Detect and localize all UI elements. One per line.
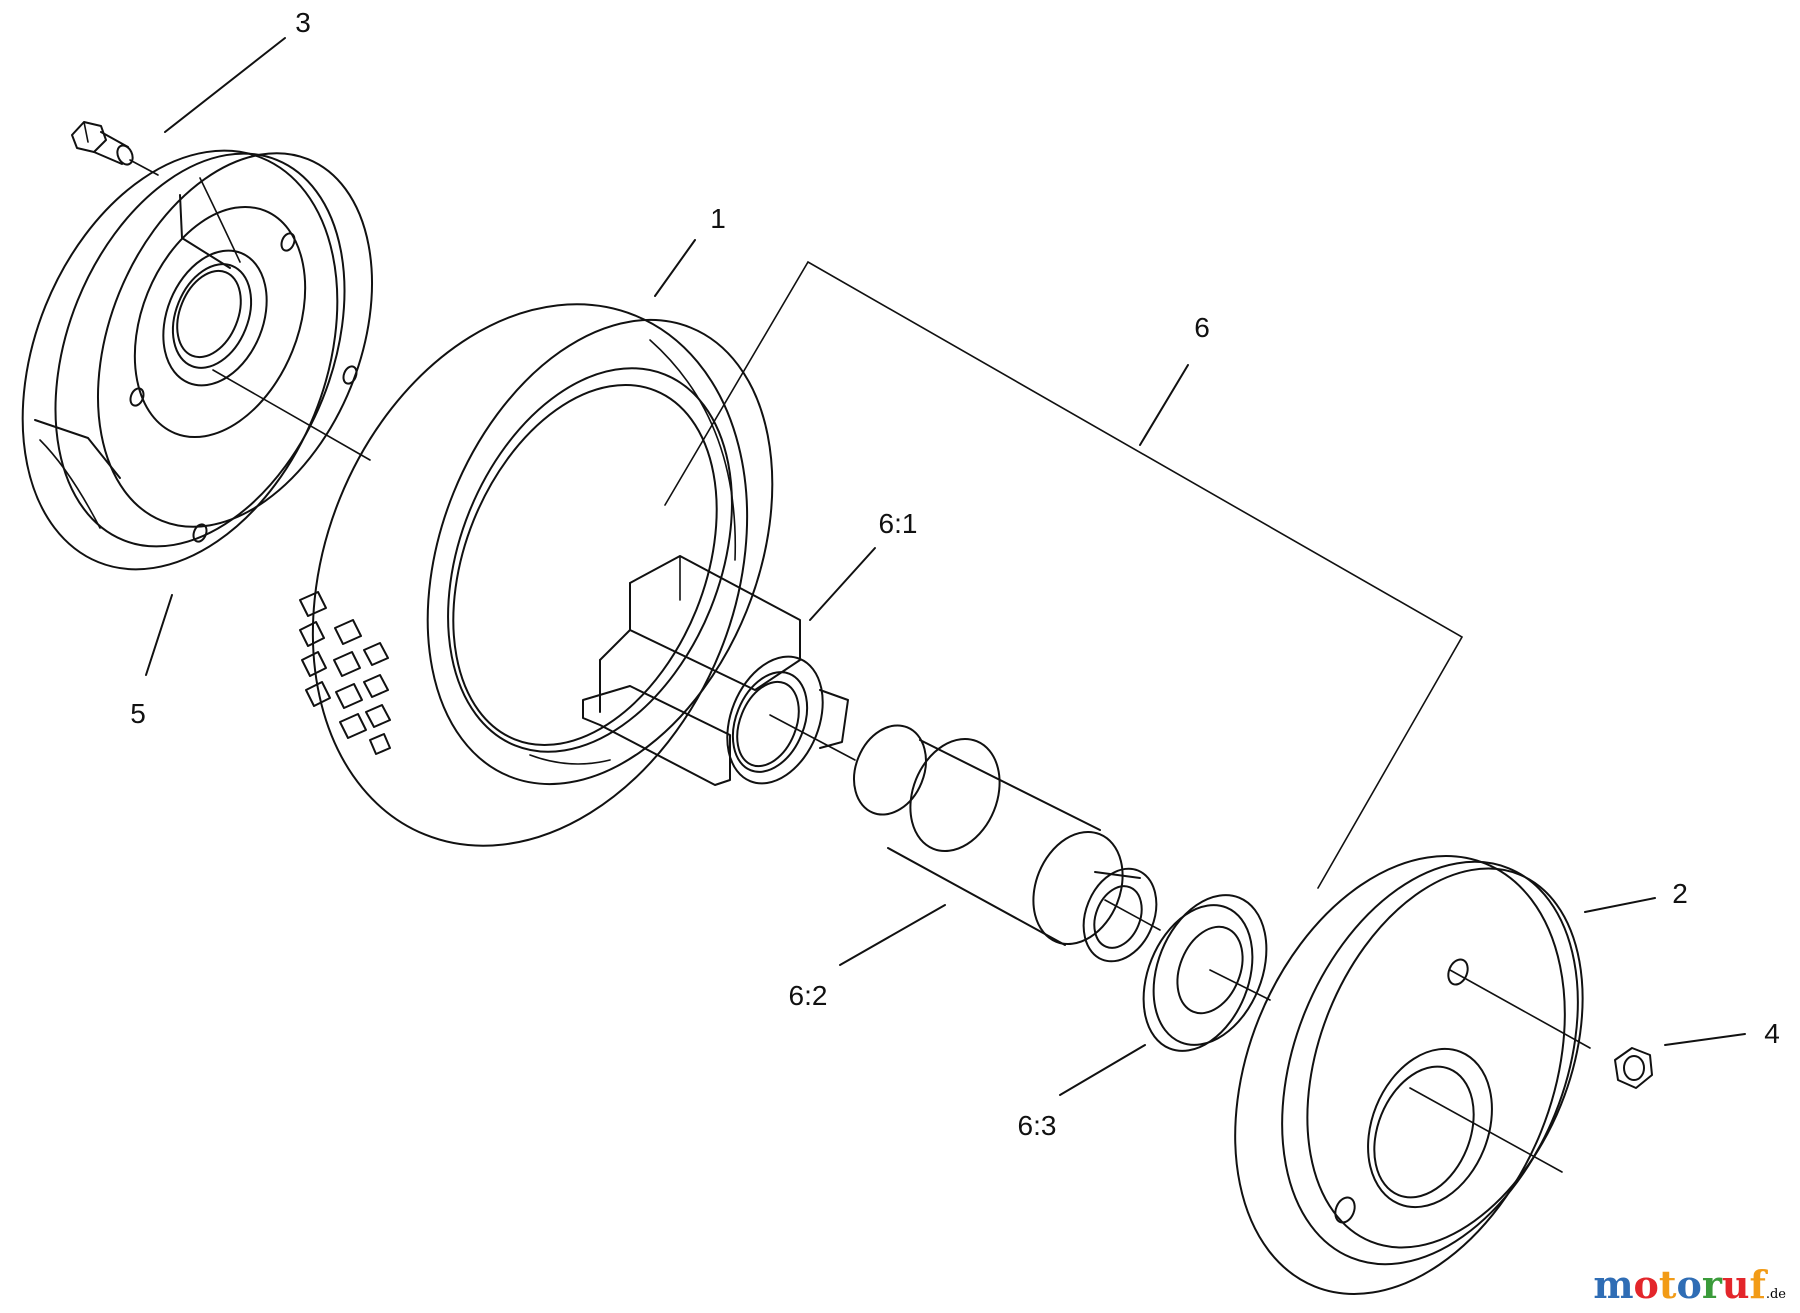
bearing-housing-part-6-1 (582, 555, 849, 786)
bolt-part-3 (71, 121, 159, 176)
callout-6-2: 6:2 (789, 980, 828, 1011)
hub-half-part-5 (21, 149, 373, 571)
watermark-letter: m (1593, 1262, 1634, 1307)
callout-2: 2 (1672, 878, 1688, 909)
watermark-letter: r (1701, 1262, 1722, 1307)
nut-part-4 (1614, 1047, 1653, 1089)
watermark-letter: u (1721, 1262, 1750, 1307)
callout-3: 3 (295, 7, 311, 38)
watermark-logo-letters: motoruf (1593, 1262, 1766, 1307)
callout-5: 5 (130, 698, 146, 729)
watermark-letter: o (1633, 1262, 1659, 1307)
watermark-tld: .de (1765, 1287, 1786, 1302)
callout-6-1: 6:1 (879, 508, 918, 539)
spacer-tube-part-6-2 (853, 724, 1158, 963)
watermark-letter: t (1658, 1262, 1677, 1307)
leader-lines (145, 37, 1746, 1173)
tire-tread (299, 591, 391, 755)
tire-part-1 (299, 303, 774, 847)
callout-6: 6 (1194, 312, 1210, 343)
callout-1: 1 (710, 203, 726, 234)
watermark-letter: o (1676, 1262, 1702, 1307)
callout-4: 4 (1764, 1018, 1780, 1049)
motoruf-watermark: motoruf.de (1593, 1262, 1786, 1307)
watermark-letter: f (1749, 1262, 1766, 1307)
seal-part-6-3 (1142, 894, 1268, 1052)
hub-half-part-2 (1234, 855, 1584, 1295)
callout-6-3: 6:3 (1018, 1110, 1057, 1141)
callout-labels: 3 1 6 6:1 5 2 6:2 4 6:3 (130, 7, 1780, 1141)
